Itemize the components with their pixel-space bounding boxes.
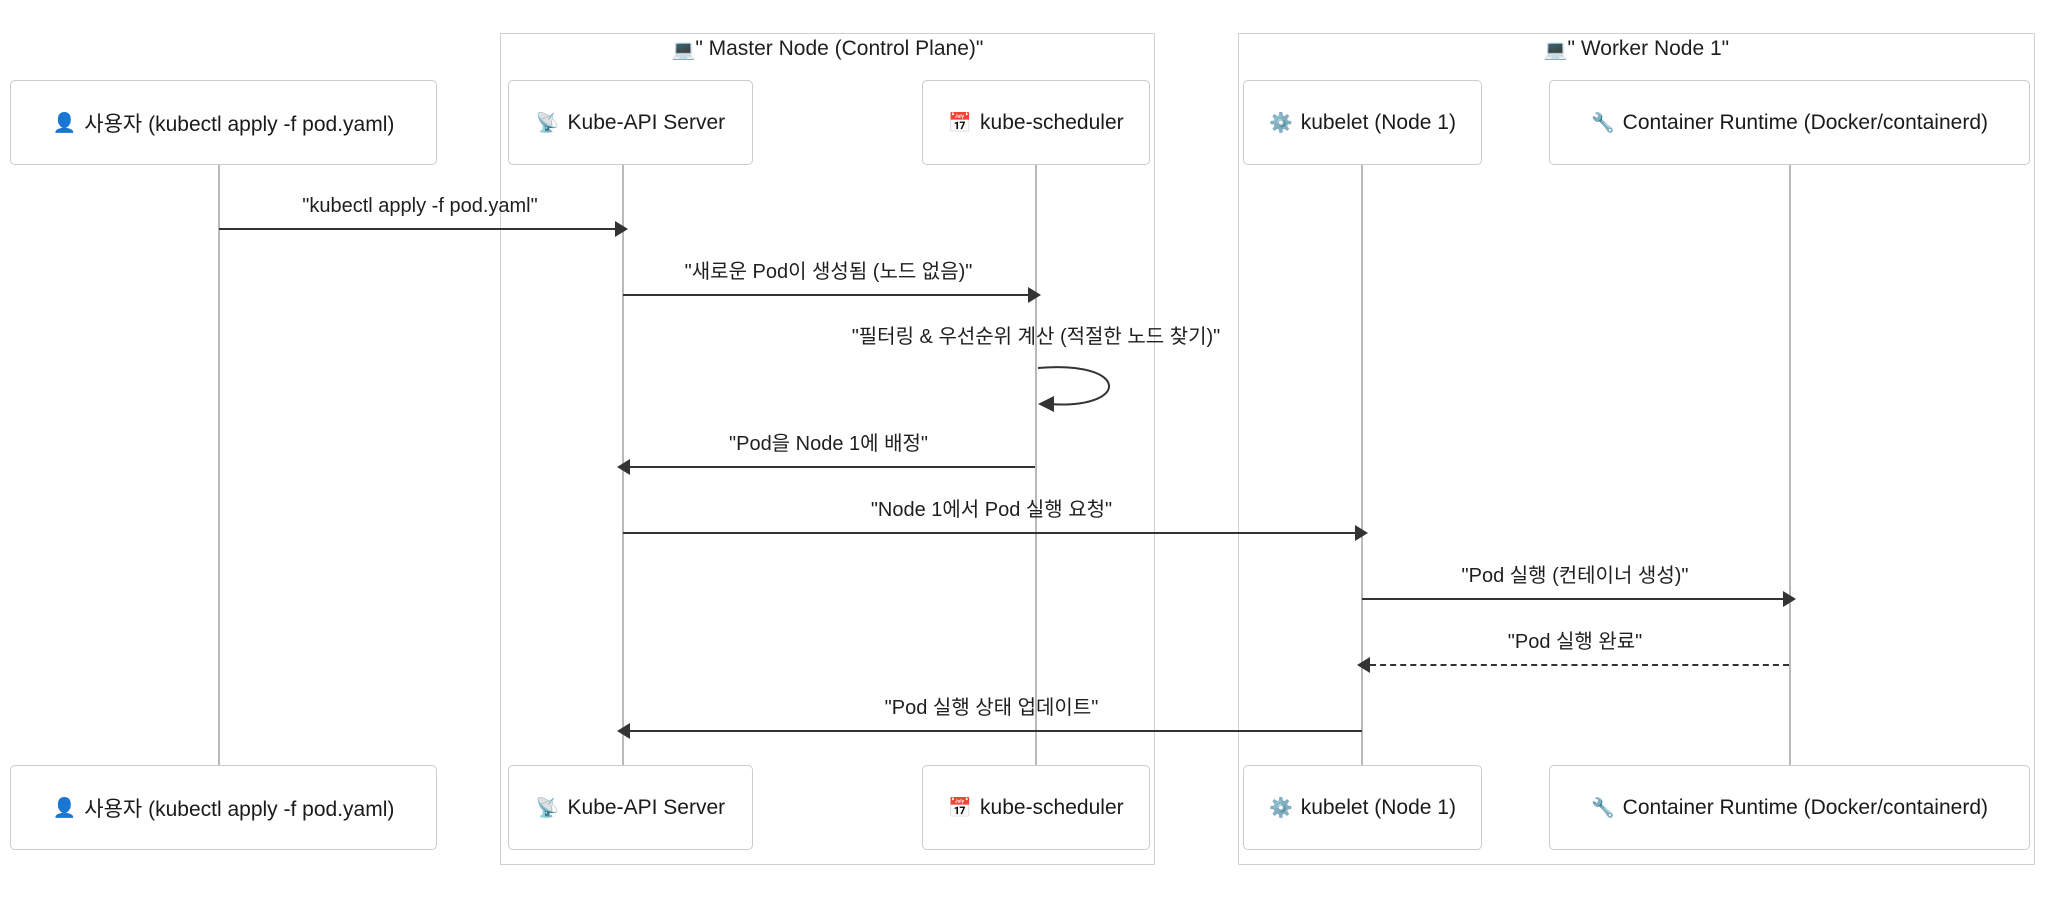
participant-box-user-top[interactable]: 👤 사용자 (kubectl apply -f pod.yaml) <box>10 80 437 165</box>
desktop-computer-icon: 💻 <box>671 40 696 61</box>
participant-box-apiserver-top[interactable]: 📡 Kube-API Server <box>508 80 753 165</box>
message-line-1 <box>219 228 615 230</box>
message-line-5 <box>623 532 1355 534</box>
group-label-worker-node-text: " Worker Node 1" <box>1567 37 1730 60</box>
participant-label-user: 사용자 (kubectl apply -f pod.yaml) <box>84 797 395 821</box>
message-arrowhead-8 <box>617 723 630 739</box>
message-label-4: "Pod을 Node 1에 배정" <box>729 433 928 455</box>
desktop-computer-icon: 💻 <box>1543 40 1568 61</box>
participant-box-kubelet-top[interactable]: ⚙️ kubelet (Node 1) <box>1243 80 1482 165</box>
message-label-1: "kubectl apply -f pod.yaml" <box>302 195 538 217</box>
participant-label-user: 사용자 (kubectl apply -f pod.yaml) <box>84 112 395 136</box>
message-line-6 <box>1362 598 1783 600</box>
participant-label-runtime: Container Runtime (Docker/containerd) <box>1622 795 1988 819</box>
lifeline-kubelet <box>1361 165 1363 765</box>
participant-box-user-bottom[interactable]: 👤 사용자 (kubectl apply -f pod.yaml) <box>10 765 437 850</box>
wrench-icon: 🔧 <box>1591 797 1615 819</box>
wrench-icon: 🔧 <box>1591 112 1615 134</box>
message-line-7 <box>1370 664 1789 666</box>
participant-box-apiserver-bottom[interactable]: 📡 Kube-API Server <box>508 765 753 850</box>
gear-icon: ⚙️ <box>1269 112 1293 134</box>
participant-label-kubelet: kubelet (Node 1) <box>1300 110 1456 134</box>
participant-box-kubelet-bottom[interactable]: ⚙️ kubelet (Node 1) <box>1243 765 1482 850</box>
message-label-3: "필터링 & 우선순위 계산 (적절한 노드 찾기)" <box>851 326 1221 348</box>
group-box-master-node <box>500 33 1155 865</box>
message-label-8: "Pod 실행 상태 업데이트" <box>884 697 1099 719</box>
message-label-2: "새로운 Pod이 생성됨 (노드 없음)" <box>684 261 973 283</box>
satellite-antenna-icon: 📡 <box>535 112 560 134</box>
calendar-icon: 📅 <box>948 112 973 134</box>
participant-box-scheduler-bottom[interactable]: 📅 kube-scheduler <box>922 765 1150 850</box>
satellite-antenna-icon: 📡 <box>535 797 560 819</box>
participant-label-scheduler: kube-scheduler <box>980 110 1124 134</box>
participant-label-apiserver: Kube-API Server <box>567 110 726 134</box>
message-arrowhead-6 <box>1783 591 1796 607</box>
message-line-8 <box>630 730 1362 732</box>
message-arrowhead-7 <box>1357 657 1370 673</box>
calendar-icon: 📅 <box>948 797 973 819</box>
gear-icon: ⚙️ <box>1269 797 1293 819</box>
participant-label-kubelet: kubelet (Node 1) <box>1300 795 1456 819</box>
lifeline-runtime <box>1789 165 1791 765</box>
message-line-4 <box>630 466 1035 468</box>
user-icon: 👤 <box>52 112 77 134</box>
message-label-5: "Node 1에서 Pod 실행 요청" <box>870 499 1113 521</box>
participant-box-runtime-top[interactable]: 🔧 Container Runtime (Docker/containerd) <box>1549 80 2030 165</box>
user-icon: 👤 <box>52 797 77 819</box>
message-arrowhead-5 <box>1355 525 1368 541</box>
message-arrowhead-2 <box>1028 287 1041 303</box>
message-arrowhead-4 <box>617 459 630 475</box>
message-arrowhead-1 <box>615 221 628 237</box>
group-box-worker-node <box>1238 33 2035 865</box>
message-selfloop-3 <box>1037 366 1110 412</box>
message-line-2 <box>623 294 1028 296</box>
lifeline-scheduler <box>1035 165 1037 765</box>
participant-label-apiserver: Kube-API Server <box>567 795 726 819</box>
group-label-worker-node: 💻" Worker Node 1" <box>1238 38 2035 60</box>
participant-box-scheduler-top[interactable]: 📅 kube-scheduler <box>922 80 1150 165</box>
lifeline-user <box>218 165 220 765</box>
message-label-6: "Pod 실행 (컨테이너 생성)" <box>1461 565 1689 587</box>
participant-box-runtime-bottom[interactable]: 🔧 Container Runtime (Docker/containerd) <box>1549 765 2030 850</box>
group-label-master-node: 💻" Master Node (Control Plane)" <box>500 38 1155 60</box>
participant-label-scheduler: kube-scheduler <box>980 795 1124 819</box>
group-label-master-node-text: " Master Node (Control Plane)" <box>695 37 984 60</box>
participant-label-runtime: Container Runtime (Docker/containerd) <box>1622 110 1988 134</box>
message-label-7: "Pod 실행 완료" <box>1507 631 1643 653</box>
